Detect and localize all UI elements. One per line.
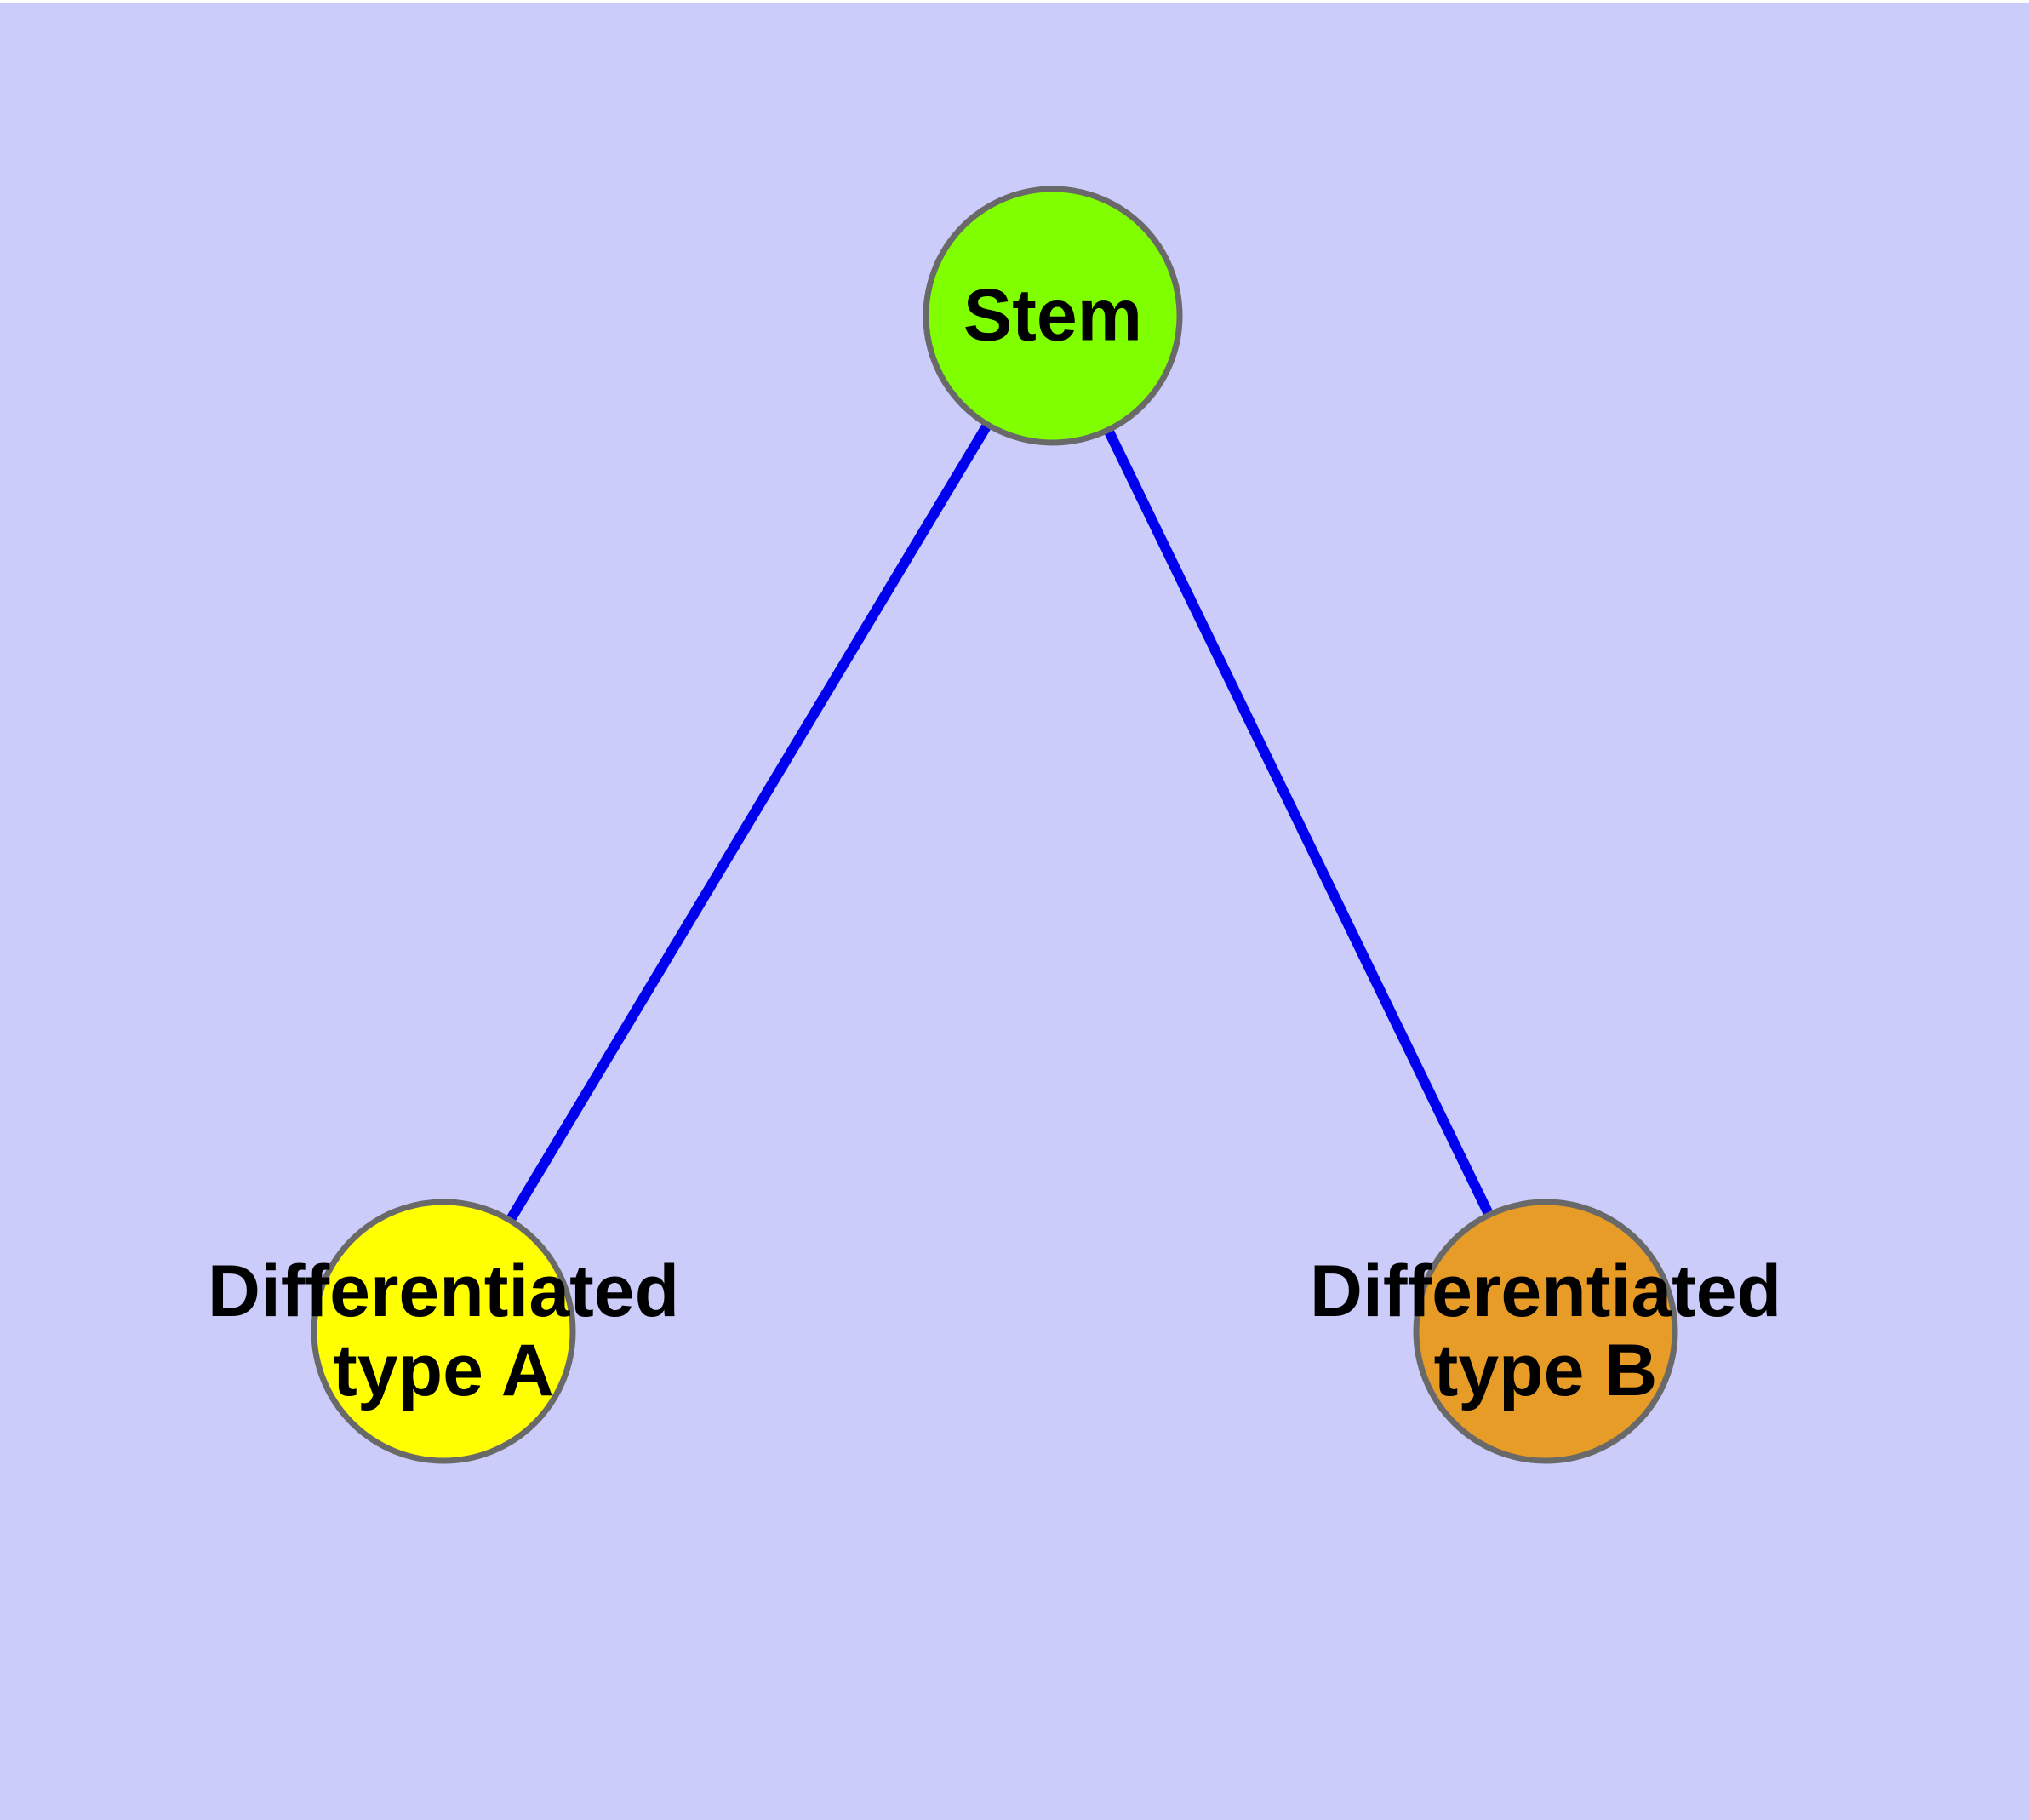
node-stem[interactable] [923, 186, 1183, 446]
node-layer [311, 186, 1678, 1464]
edge-stem-diff-a[interactable] [438, 312, 1058, 1335]
node-diff-a[interactable] [311, 1199, 576, 1464]
node-diff-b[interactable] [1413, 1199, 1678, 1464]
edge-stem-diff-b[interactable] [1048, 313, 1551, 1334]
edge-layer [438, 312, 1551, 1335]
